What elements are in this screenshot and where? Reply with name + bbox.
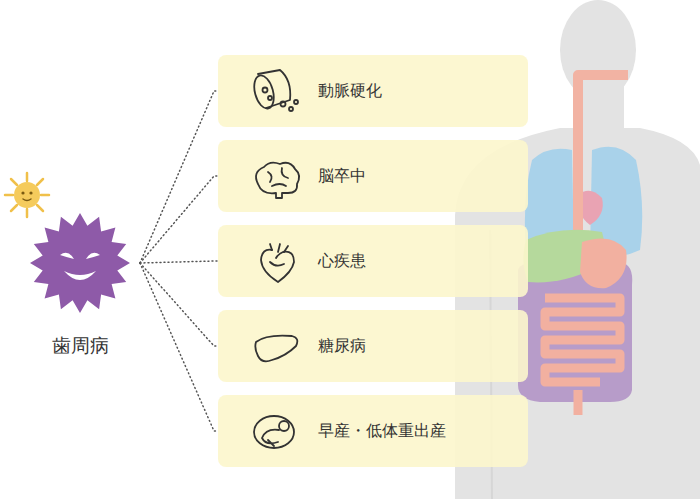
germ-mouth <box>64 271 96 280</box>
disease-label: 早産・低体重出産 <box>318 421 446 442</box>
disease-box: 糖尿病 <box>218 310 528 382</box>
disease-box: 心疾患 <box>218 225 528 297</box>
disease-box: 動脈硬化 <box>218 55 528 127</box>
artery-icon <box>251 70 298 111</box>
disease-label: 動脈硬化 <box>318 81 382 102</box>
dotted-connector <box>140 263 218 431</box>
germ-node: 歯周病 <box>20 205 140 365</box>
disease-label: 心疾患 <box>318 251 366 272</box>
germ-eye <box>86 253 100 259</box>
liver-icon <box>255 336 297 362</box>
brain-icon <box>256 163 299 198</box>
germ-body <box>30 213 130 313</box>
disease-box: 脳卒中 <box>218 140 528 212</box>
disease-label: 脳卒中 <box>318 166 366 187</box>
dotted-connector <box>140 176 218 263</box>
disease-label: 糖尿病 <box>318 336 366 357</box>
dotted-connector <box>140 261 218 263</box>
dotted-connector <box>140 263 218 346</box>
disease-box: 早産・低体重出産 <box>218 395 528 467</box>
fetus-icon <box>254 416 294 448</box>
heart-icon <box>261 244 294 282</box>
dotted-connector <box>140 91 218 263</box>
germ-label: 歯周病 <box>20 333 140 359</box>
germ-shape <box>20 205 140 330</box>
germ-eye <box>60 253 74 259</box>
